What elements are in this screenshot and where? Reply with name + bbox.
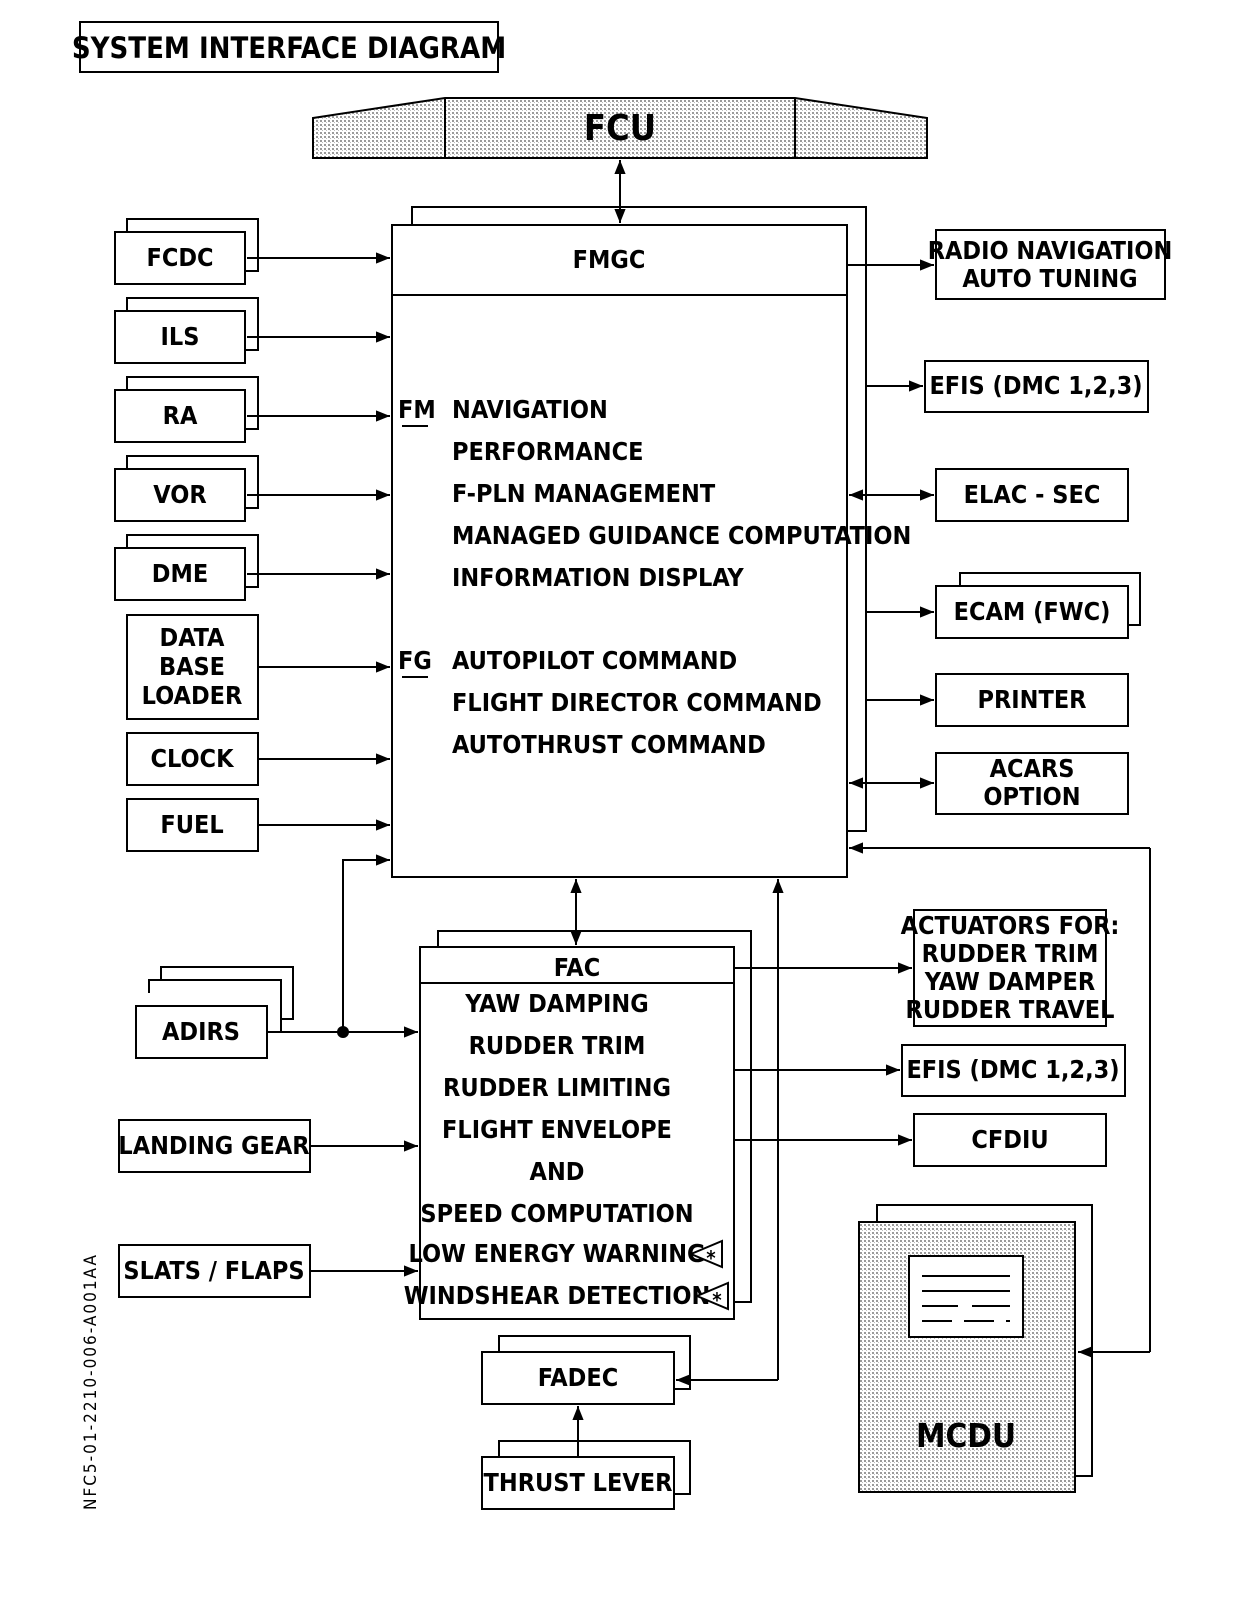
ils-box: ILS	[114, 297, 259, 364]
slats-flaps-label: SLATS / FLAPS	[123, 1256, 304, 1285]
fm-tag: FM	[398, 395, 436, 424]
database-loader-line-2: BASE	[159, 652, 225, 681]
efis-fac-box: EFIS (DMC 1,2,3)	[901, 1044, 1126, 1097]
mcdu-screen-icon	[908, 1255, 1024, 1338]
diagram-title-text: SYSTEM INTERFACE DIAGRAM	[72, 31, 506, 65]
acars-line-1: ACARS	[990, 754, 1075, 783]
fm-item-navigation: NAVIGATION	[452, 395, 608, 424]
thrust-lever-label: THRUST LEVER	[484, 1468, 673, 1497]
fm-item-performance: PERFORMANCE	[452, 437, 643, 466]
ils-label: ILS	[161, 322, 200, 351]
mcdu-label: MCDU	[916, 1416, 1016, 1455]
fac-item-flight-envelope: FLIGHT ENVELOPE	[442, 1115, 672, 1144]
printer-label: PRINTER	[977, 685, 1086, 714]
fg-item-flight-director: FLIGHT DIRECTOR COMMAND	[452, 688, 822, 717]
database-loader-box: DATA BASE LOADER	[126, 614, 259, 720]
fadec-box: FADEC	[481, 1335, 691, 1405]
ra-box: RA	[114, 376, 259, 443]
fac-item-and: AND	[530, 1157, 585, 1186]
document-id: NFC5-01-2210-006-A001AA	[81, 1253, 101, 1510]
elac-sec-label: ELAC - SEC	[964, 480, 1101, 509]
fac-item-rudder-limiting: RUDDER LIMITING	[443, 1073, 671, 1102]
printer-box: PRINTER	[935, 673, 1129, 727]
fg-tag: FG	[398, 646, 432, 675]
radio-navigation-line-1: RADIO NAVIGATION	[928, 236, 1173, 265]
low-energy-option-icon: *	[688, 1239, 723, 1270]
fmgc-block: FMGC FM NAVIGATION PERFORMANCE F-PLN MAN…	[391, 206, 911, 878]
fmgc-title: FMGC	[573, 245, 646, 274]
fadec-label: FADEC	[538, 1363, 618, 1392]
windshear-option-icon: *	[694, 1281, 729, 1312]
dme-box: DME	[114, 534, 259, 601]
efis-fmgc-label: EFIS (DMC 1,2,3)	[929, 371, 1142, 400]
clock-box: CLOCK	[126, 732, 259, 786]
mcdu-unit: MCDU	[858, 1204, 1093, 1493]
fac-item-speed-computation: SPEED COMPUTATION	[420, 1199, 693, 1228]
svg-text:*: *	[712, 1288, 722, 1312]
cfdiu-label: CFDIU	[971, 1125, 1048, 1154]
slats-flaps-box: SLATS / FLAPS	[118, 1244, 311, 1298]
fg-item-autothrust: AUTOTHRUST COMMAND	[452, 730, 766, 759]
fcu-panel: FCU	[312, 97, 928, 159]
fm-item-information-display: INFORMATION DISPLAY	[452, 563, 744, 592]
adirs-box: ADIRS	[135, 966, 294, 1059]
efis-fac-label: EFIS (DMC 1,2,3)	[906, 1055, 1119, 1084]
ecam-label: ECAM (FWC)	[954, 597, 1111, 626]
ecam-box: ECAM (FWC)	[935, 572, 1141, 639]
fuel-label: FUEL	[160, 810, 223, 839]
fg-item-autopilot: AUTOPILOT COMMAND	[452, 646, 737, 675]
radio-navigation-line-2: AUTO TUNING	[962, 264, 1137, 293]
efis-fmgc-box: EFIS (DMC 1,2,3)	[924, 360, 1149, 413]
fac-item-low-energy-warning: LOW ENERGY WARNING	[409, 1239, 706, 1268]
thrust-lever-box: THRUST LEVER	[481, 1440, 691, 1510]
actuators-line-1: ACTUATORS FOR:	[901, 911, 1120, 940]
acars-box: ACARS OPTION	[935, 752, 1129, 815]
vor-label: VOR	[153, 480, 206, 509]
dme-label: DME	[152, 559, 208, 588]
actuators-box: ACTUATORS FOR: RUDDER TRIM YAW DAMPER RU…	[901, 909, 1120, 1027]
fuel-box: FUEL	[126, 798, 259, 852]
vor-box: VOR	[114, 455, 259, 522]
fac-title: FAC	[554, 953, 600, 982]
adirs-label: ADIRS	[162, 1017, 240, 1046]
database-loader-line-3: LOADER	[142, 681, 243, 710]
fcdc-label: FCDC	[146, 243, 213, 272]
acars-line-2: OPTION	[983, 782, 1080, 811]
fm-item-fpln-management: F-PLN MANAGEMENT	[452, 479, 716, 508]
elac-sec-box: ELAC - SEC	[935, 468, 1129, 522]
diagram-title: SYSTEM INTERFACE DIAGRAM	[72, 21, 506, 73]
fm-item-managed-guidance: MANAGED GUIDANCE COMPUTATION	[452, 521, 911, 550]
fac-block: FAC YAW DAMPING RUDDER TRIM RUDDER LIMIT…	[404, 930, 752, 1320]
radio-navigation-box: RADIO NAVIGATION AUTO TUNING	[928, 229, 1173, 300]
fac-item-yaw-damping: YAW DAMPING	[464, 989, 648, 1018]
landing-gear-label: LANDING GEAR	[118, 1131, 309, 1160]
fac-item-windshear-detection: WINDSHEAR DETECTION	[404, 1281, 711, 1310]
clock-label: CLOCK	[151, 744, 236, 773]
landing-gear-box: LANDING GEAR	[118, 1119, 311, 1173]
actuators-line-3: YAW DAMPER	[924, 967, 1095, 996]
database-loader-line-1: DATA	[160, 623, 226, 652]
fcu-label: FCU	[584, 108, 656, 149]
fac-item-rudder-trim: RUDDER TRIM	[469, 1031, 646, 1060]
cfdiu-box: CFDIU	[913, 1113, 1107, 1167]
actuators-line-4: RUDDER TRAVEL	[906, 995, 1115, 1024]
svg-text:*: *	[706, 1246, 716, 1270]
fcdc-box: FCDC	[114, 218, 259, 285]
ra-label: RA	[163, 401, 198, 430]
actuators-line-2: RUDDER TRIM	[922, 939, 1099, 968]
